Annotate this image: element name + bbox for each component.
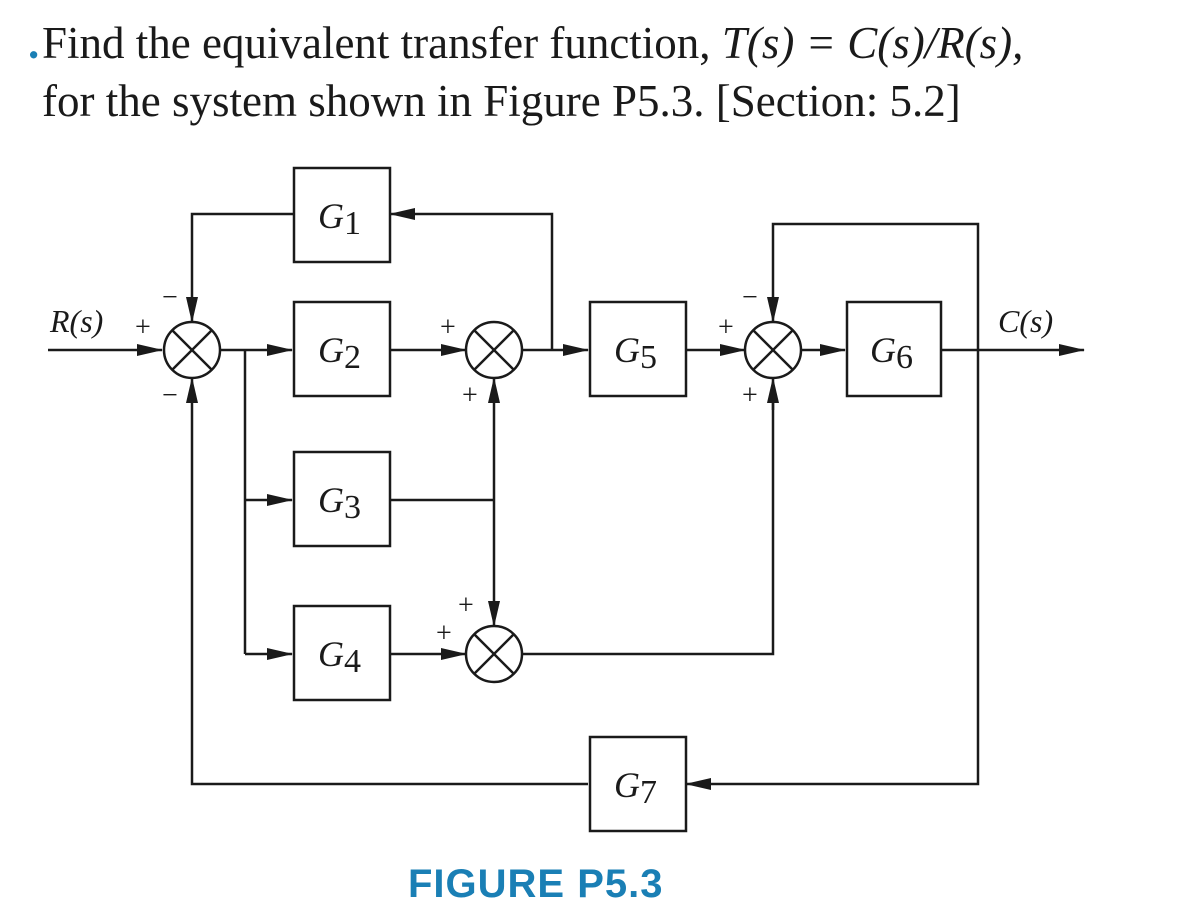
sign-s4-top: + bbox=[458, 590, 474, 621]
block-g5-box bbox=[588, 300, 688, 398]
block-g3-label: G3 bbox=[318, 480, 361, 526]
transfer-function-expression: T(s) = C(s)/R(s), bbox=[721, 18, 1024, 68]
question-line-2: for the system shown in Figure P5.3. [Se… bbox=[42, 76, 961, 126]
sign-s4-left: + bbox=[436, 618, 452, 649]
block-g2-label: G2 bbox=[318, 330, 361, 376]
sign-s1-input: + bbox=[135, 312, 151, 343]
block-g1-label: G1 bbox=[318, 196, 361, 242]
summing-junction-1 bbox=[162, 320, 222, 380]
block-g4-box bbox=[292, 604, 392, 702]
block-g6-box bbox=[845, 300, 943, 398]
input-label: R(s) bbox=[49, 303, 103, 339]
block-g7-box bbox=[588, 735, 688, 833]
summing-junction-3 bbox=[743, 320, 803, 380]
wire-g1-feedback-in bbox=[420, 212, 554, 350]
question-prefix: Find the equivalent transfer function, bbox=[42, 18, 722, 68]
sign-s1-bottom: − bbox=[162, 380, 178, 411]
question-number-mark: . bbox=[28, 18, 40, 68]
sign-s1-top: − bbox=[162, 282, 178, 313]
block-g1-box bbox=[292, 166, 392, 264]
wire-feedback-g7 bbox=[720, 350, 980, 786]
sign-s2-left: + bbox=[440, 312, 456, 343]
wire-g1-to-s1 bbox=[190, 212, 294, 300]
block-g4-label: G4 bbox=[318, 634, 361, 680]
sign-s2-bottom: + bbox=[462, 380, 478, 411]
block-g2-box bbox=[292, 300, 392, 398]
block-g3-box bbox=[292, 450, 392, 548]
summing-junction-4 bbox=[464, 624, 524, 684]
block-g6-label: G6 bbox=[870, 330, 913, 376]
wire-feedback-s3 bbox=[771, 222, 980, 350]
block-g7-label: G7 bbox=[614, 765, 657, 811]
question-line-1: . Find the equivalent transfer function,… bbox=[28, 14, 1024, 72]
wire-s4-s3 bbox=[522, 400, 775, 656]
wire-g7-s1 bbox=[190, 400, 588, 786]
block-g5-label: G5 bbox=[614, 330, 657, 376]
figure-caption: FIGURE P5.3 bbox=[408, 862, 664, 906]
output-label: C(s) bbox=[998, 303, 1053, 339]
sign-s3-bottom: + bbox=[742, 380, 758, 411]
sign-s3-left: + bbox=[718, 312, 734, 343]
sign-s3-top: − bbox=[742, 282, 758, 313]
summing-junction-2 bbox=[464, 320, 524, 380]
